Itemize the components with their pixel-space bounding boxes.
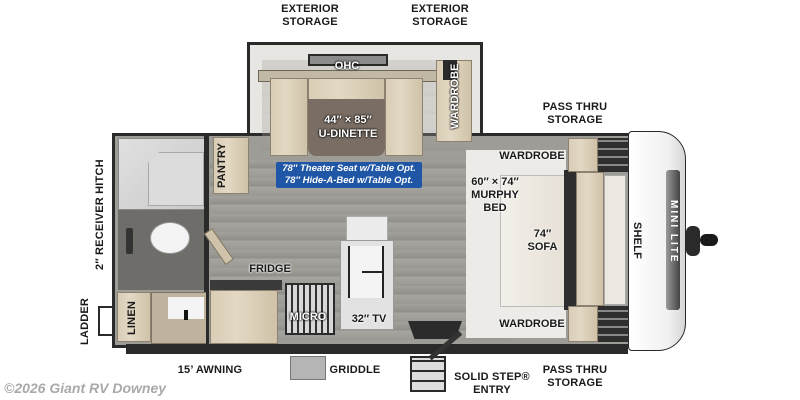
tv-handle (362, 271, 384, 273)
ladder-label: LADDER (79, 297, 91, 345)
pantry-label: PANTRY (216, 142, 228, 188)
tv-cabinet-top (346, 216, 388, 242)
microwave (285, 283, 335, 335)
label-line: BED (483, 202, 507, 214)
solid-step-entry-label: SOLID STEP® ENTRY (452, 371, 532, 397)
label-line: PASS THRU (542, 101, 608, 113)
murphy-bed-label: 60″ × 74″ MURPHY BED (460, 176, 530, 215)
bath-sink (168, 297, 204, 319)
slide-window (308, 54, 388, 66)
slide-wardrobe-interior (443, 60, 457, 80)
fridge-top (210, 280, 282, 290)
tv-label: 32″ TV (351, 313, 387, 325)
tongue-jack (686, 226, 700, 256)
jack-handle (700, 234, 718, 246)
headboard-panel (604, 175, 626, 305)
label-line: STORAGE (412, 16, 468, 28)
ohc-label: OHC (334, 60, 360, 72)
pantry-cabinet (213, 137, 249, 194)
curbside-wall (126, 344, 628, 354)
linen-cabinet (117, 292, 151, 342)
label-line: SOLID STEP® (454, 371, 530, 383)
label-line: EXTERIOR (281, 3, 339, 15)
wardrobe-lower-shelves (598, 306, 628, 342)
awning-label: 15’ AWNING (177, 364, 243, 376)
label-line: PASS THRU (542, 364, 608, 376)
wardrobe-front-label: WARDROBE (499, 150, 565, 162)
dinette-table[interactable] (308, 99, 385, 156)
fridge-cabinet (210, 290, 278, 344)
option-note-box (276, 162, 422, 188)
ladder (98, 306, 112, 336)
option-line-hide-a-bed: 78″ Hide-A-Bed w/Table Opt. (284, 175, 414, 186)
wardrobe-lower-cabinet (568, 306, 598, 342)
wardrobe-upper-cabinet (568, 138, 598, 172)
label-line: MURPHY (471, 189, 519, 201)
dinette-back (308, 78, 385, 100)
fridge-label: FRIDGE (249, 263, 291, 275)
entry-step[interactable] (410, 356, 446, 392)
label-line: SOFA (527, 241, 558, 253)
label-line: EXTERIOR (411, 3, 469, 15)
linen-label: LINEN (126, 301, 138, 335)
griddle-top (408, 321, 462, 339)
cap-stripe (666, 170, 680, 310)
label-line: STORAGE (547, 114, 603, 126)
wardrobe-upper-shelves (598, 138, 628, 172)
exterior-storage-label-right: EXTERIOR STORAGE (400, 3, 480, 29)
dinette-bench-right (385, 78, 423, 156)
dinette-name-label: U-DINETTE (318, 128, 378, 140)
label-line: 60″ × 74″ (471, 176, 519, 188)
label-line: STORAGE (547, 377, 603, 389)
bedroom-side-dark (564, 170, 576, 310)
shower-pan (148, 152, 204, 206)
micro-label: MICRO (289, 311, 327, 323)
label-line: ENTRY (473, 384, 511, 396)
shelf-label: SHELF (631, 222, 643, 260)
bath-vent (126, 228, 133, 254)
bath-wall (204, 136, 209, 296)
bed-headboard (576, 172, 604, 306)
dinette-size-label: 44″ × 85″ (324, 114, 372, 126)
label-line: 74″ (533, 228, 552, 240)
bath-faucet (184, 310, 188, 320)
griddle-label: GRIDDLE (329, 364, 381, 376)
pass-thru-storage-label-top: PASS THRU STORAGE (535, 101, 615, 127)
dinette-bench-left (270, 78, 308, 156)
option-note-text: 78″ Theater Seat w/Table Opt. 78″ Hide-A… (276, 163, 422, 187)
slide-wardrobe-label: WARDROBE (449, 63, 461, 129)
sofa-label: 74″ SOFA (520, 228, 565, 254)
kitchen-divider (206, 280, 209, 345)
watermark: ©2026 Giant RV Downey (4, 380, 167, 396)
exterior-storage-label-left: EXTERIOR STORAGE (270, 3, 350, 29)
toilet (150, 222, 190, 254)
receiver-hitch-label: 2″ RECEIVER HITCH (94, 159, 106, 271)
wardrobe-bottom-label: WARDROBE (499, 318, 565, 330)
pass-thru-storage-label-bottom: PASS THRU STORAGE (535, 364, 615, 390)
label-line: STORAGE (282, 16, 338, 28)
option-line-theater-seat: 78″ Theater Seat w/Table Opt. (282, 163, 416, 174)
brand-logo: MINI LITE (668, 200, 679, 264)
griddle-box (290, 356, 326, 380)
